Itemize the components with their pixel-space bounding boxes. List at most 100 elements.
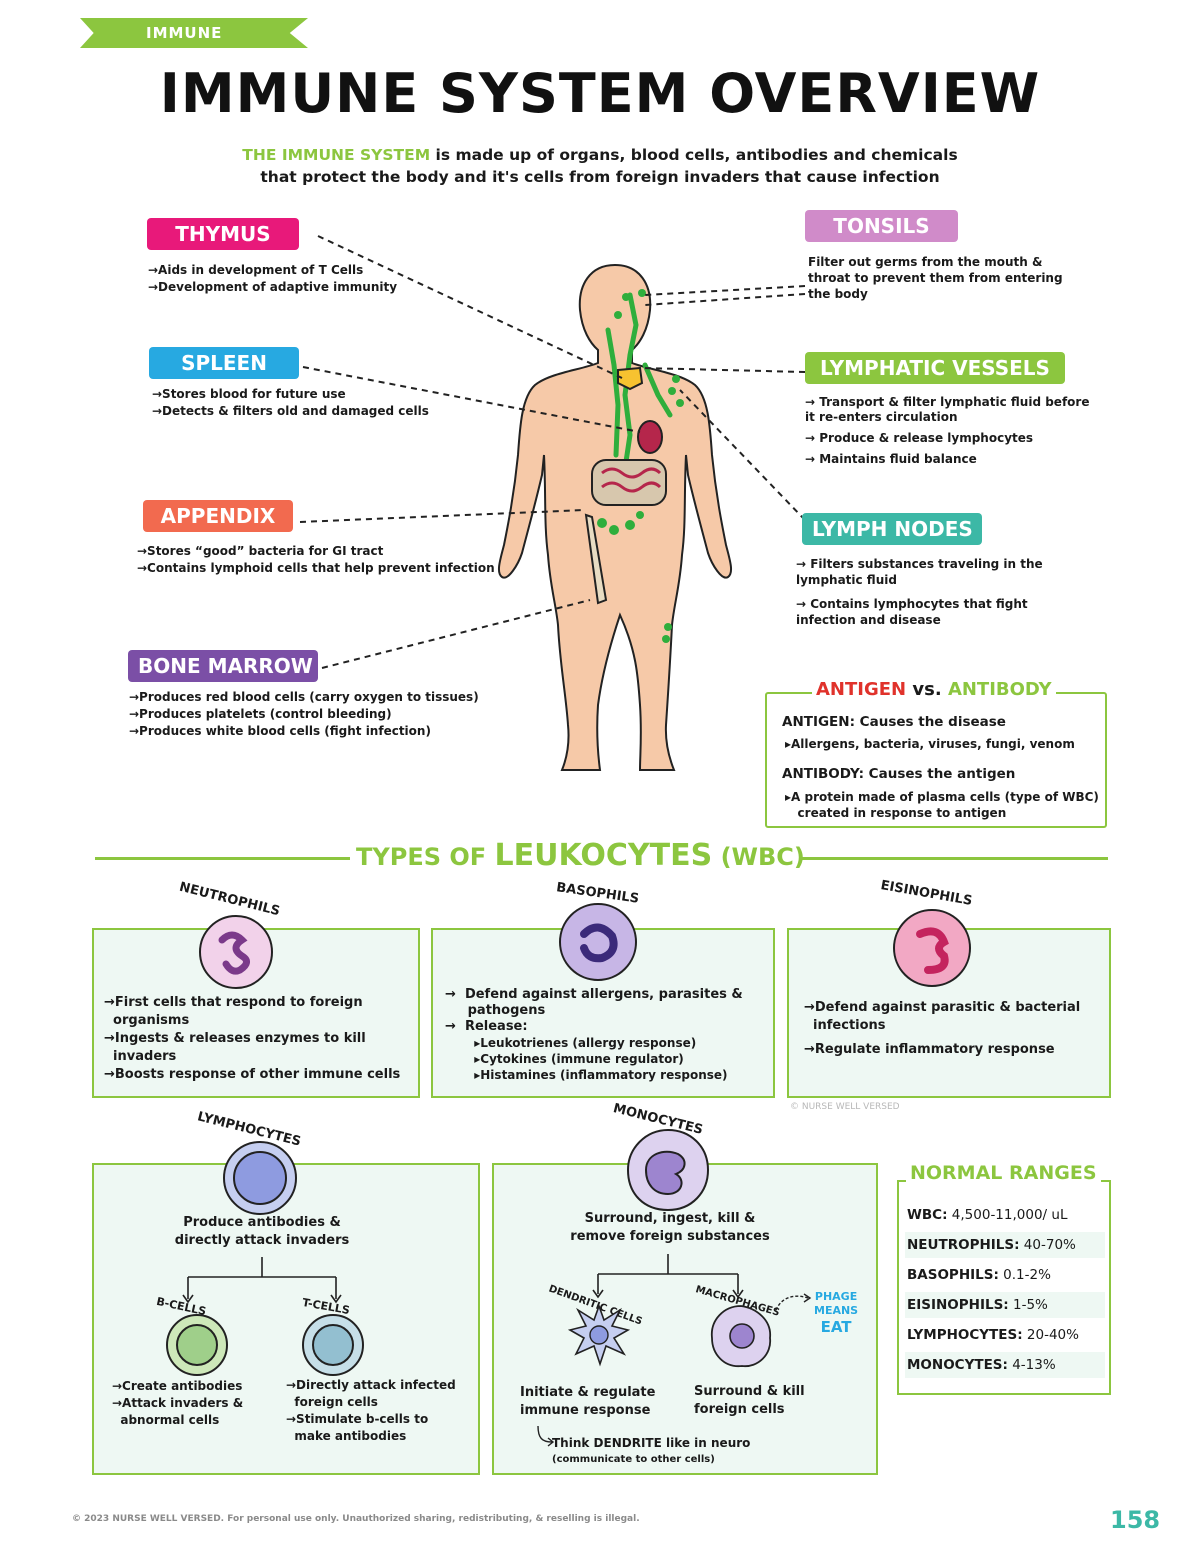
bcells-line: →Create antibodies: [112, 1379, 243, 1393]
tcell-icon: [302, 1314, 364, 1376]
basophils-text: → Defend against allergens, parasites & …: [445, 987, 743, 1083]
intro-line1: is made up of organs, blood cells, antib…: [430, 146, 958, 164]
lymph-nodes-bullet-2b: infection and disease: [796, 613, 941, 627]
range-row-monocytes: MONOCYTES: 4-13%: [905, 1352, 1105, 1378]
neutrophil-cell-icon: [199, 915, 273, 989]
bcells-line: →Attack invaders &: [112, 1396, 244, 1410]
page-number: 158: [1110, 1506, 1161, 1534]
lymphatic-bullet-1b: it re-enters circulation: [805, 410, 958, 424]
antibody-example-1: ▸A protein made of plasma cells (type of…: [785, 790, 1099, 804]
spleen-bullet-1: →Stores blood for future use: [152, 387, 346, 401]
macrophage-cell-icon: [711, 1305, 771, 1367]
monocyte-branch-arrows: [592, 1254, 744, 1299]
tonsils-tag: TONSILS: [805, 210, 958, 242]
monocytes-box: [492, 1163, 878, 1475]
bone-marrow-bullet-3: →Produces white blood cells (fight infec…: [129, 724, 431, 738]
eisinophils-line: →Defend against parasitic & bacterial: [804, 1000, 1081, 1015]
bcell-icon: [166, 1314, 228, 1376]
bone-marrow-bullets: →Produces red blood cells (carry oxygen …: [129, 689, 479, 740]
appendix-bullet-2: →Contains lymphoid cells that help preve…: [137, 561, 495, 575]
lymphatic-bullet-1: → Transport & filter lymphatic fluid bef…: [805, 395, 1090, 409]
dendritic-line: immune response: [520, 1403, 651, 1418]
tcells-line: make antibodies: [286, 1429, 407, 1443]
tonsils-desc-2: throat to prevent them from entering: [808, 271, 1063, 285]
intestines: [591, 459, 667, 506]
range-row-wbc: WBC: 4,500-11,000/ uL: [907, 1207, 1068, 1223]
tonsils-desc: Filter out germs from the mouth & throat…: [808, 254, 1063, 302]
bone-marrow-tag: BONE MARROW: [128, 650, 318, 682]
bone-marrow-bullet-1: →Produces red blood cells (carry oxygen …: [129, 690, 479, 704]
banner-label: IMMUNE: [146, 24, 223, 42]
lymphatic-vessels-tag: LYMPHATIC VESSELS: [805, 352, 1065, 384]
lymphocytes-desc-line: Produce antibodies &: [183, 1215, 341, 1230]
spleen-bullets: →Stores blood for future use →Detects & …: [152, 386, 429, 420]
monocytes-desc-line: remove foreign substances: [570, 1229, 770, 1244]
eisinophils-text: →Defend against parasitic & bacterial in…: [804, 999, 1080, 1059]
divider-right: [800, 857, 1108, 860]
neutrophils-line: →Ingests & releases enzymes to kill: [104, 1031, 366, 1046]
intro-text: THE IMMUNE SYSTEM is made up of organs, …: [120, 144, 1080, 188]
phage-note: PHAGE MEANS EAT: [814, 1290, 858, 1336]
spleen-bullet-2: →Detects & filters old and damaged cells: [152, 404, 429, 418]
lymphocytes-desc: Produce antibodies & directly attack inv…: [92, 1214, 432, 1250]
neutrophils-line: →First cells that respond to foreign: [104, 995, 363, 1010]
tcells-line: foreign cells: [286, 1395, 378, 1409]
eisinophils-title: EISINOPHILS: [879, 878, 974, 909]
monocytes-desc-line: Surround, ingest, kill &: [584, 1211, 756, 1226]
lymphocytes-desc-line: directly attack invaders: [174, 1233, 350, 1248]
thymus: [617, 366, 644, 391]
phage-note-line: MEANS: [814, 1304, 859, 1317]
range-row-lymphocytes: LYMPHOCYTES: 20-40%: [907, 1327, 1079, 1343]
spleen-tag: SPLEEN: [149, 347, 299, 379]
page-title: IMMUNE SYSTEM OVERVIEW: [159, 62, 1041, 125]
intro-line2: that protect the body and it's cells fro…: [260, 168, 940, 186]
watermark: © NURSE WELL VERSED: [790, 1102, 900, 1112]
neutrophils-text: →First cells that respond to foreign org…: [104, 994, 400, 1084]
macrophages-text: Surround & kill foreign cells: [694, 1383, 805, 1419]
macrophages-line: Surround & kill: [694, 1384, 805, 1399]
macrophages-line: foreign cells: [694, 1402, 785, 1417]
thymus-bullets: →Aids in development of T Cells →Develop…: [148, 262, 397, 296]
dendritic-cell-icon: [567, 1303, 631, 1367]
lymphatic-bullet-3: → Maintains fluid balance: [805, 452, 977, 466]
tonsils-desc-3: the body: [808, 287, 868, 301]
femur-bone: [584, 513, 608, 605]
basophils-line: ▸Histamines (inflammatory response): [445, 1068, 728, 1082]
tcells-text: →Directly attack infected foreign cells …: [286, 1377, 456, 1445]
basophils-line: → Defend against allergens, parasites &: [445, 987, 743, 1002]
connector-lines: [299, 235, 806, 669]
antigen-definition: ANTIGEN: Causes the disease: [782, 714, 1006, 730]
appendix-tag: APPENDIX: [143, 500, 293, 532]
lymphocyte-branch-arrows: [182, 1257, 342, 1304]
range-row-neutrophils: NEUTROPHILS: 40-70%: [905, 1232, 1105, 1258]
eisinophils-line: infections: [804, 1018, 886, 1033]
bone-marrow-bullet-2: →Produces platelets (control bleeding): [129, 707, 392, 721]
antibody-example-2: created in response to antigen: [785, 806, 1007, 820]
dendrite-note-sub: (communicate to other cells): [552, 1454, 715, 1465]
lymph-nodes-bullet-1b: lymphatic fluid: [796, 573, 897, 587]
bcells-text: →Create antibodies →Attack invaders & ab…: [112, 1378, 243, 1429]
divider-left: [95, 857, 350, 860]
lymphocytes-box: [92, 1163, 480, 1475]
spleen: [637, 420, 663, 454]
bcells-line: abnormal cells: [112, 1413, 220, 1427]
phage-note-line: EAT: [820, 1318, 852, 1336]
neutrophils-line: →Boosts response of other immune cells: [104, 1067, 401, 1082]
antibody-examples: ▸A protein made of plasma cells (type of…: [785, 789, 1099, 821]
lymphocyte-cell-icon: [223, 1141, 297, 1215]
phage-arrow: [775, 1293, 812, 1311]
body-figure: [497, 263, 733, 771]
lymph-nodes-bullet-2: → Contains lymphocytes that fight: [796, 597, 1028, 611]
lymphatic-bullet-2: → Produce & release lymphocytes: [805, 431, 1034, 445]
basophils-line: → Release:: [445, 1019, 528, 1034]
intro-highlight: THE IMMUNE SYSTEM: [242, 146, 431, 164]
phage-note-line: PHAGE: [814, 1290, 858, 1303]
thymus-bullet-2: →Development of adaptive immunity: [148, 280, 398, 294]
monocyte-cell-icon: [626, 1128, 710, 1212]
appendix-bullet-1: →Stores “good” bacteria for GI tract: [137, 544, 384, 558]
lymphatic-vessels-bullets: → Transport & filter lymphatic fluid bef…: [805, 395, 1089, 467]
basophils-line: ▸Cytokines (immune regulator): [445, 1052, 684, 1066]
dendrite-note: Think DENDRITE like in neuro: [552, 1436, 751, 1450]
lymph-nodes-bullets: → Filters substances traveling in the ly…: [796, 556, 1043, 628]
tcells-line: →Stimulate b-cells to: [286, 1412, 429, 1426]
